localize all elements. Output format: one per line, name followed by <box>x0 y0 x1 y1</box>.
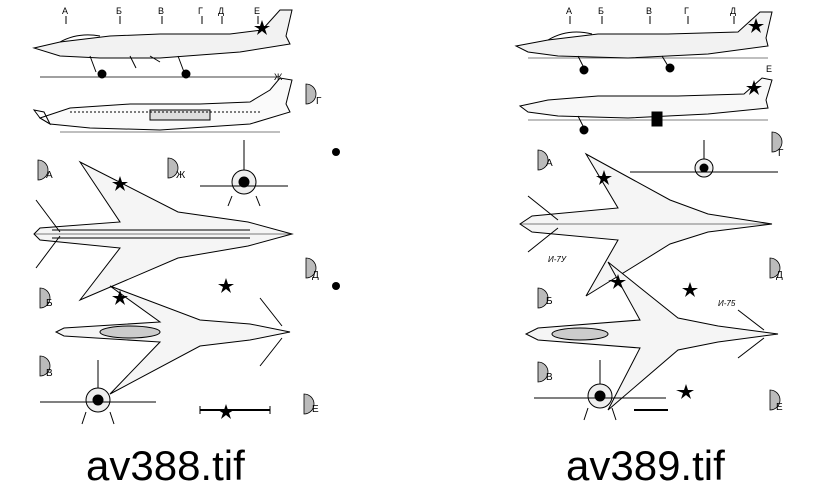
view-label: Г <box>316 96 322 107</box>
filename-caption: av389.tif <box>566 442 725 489</box>
section-marker: Е <box>766 64 772 74</box>
section-marker: В <box>646 6 652 16</box>
view-label: Г <box>778 148 784 159</box>
bullet-dot <box>332 282 340 290</box>
view-label: Б <box>546 296 553 307</box>
view-label: Ж <box>176 170 186 181</box>
aircraft-drawing-av388: А Б В Г Д Е Ж Г А Ж Б Д В Е <box>32 6 340 425</box>
view-label: Д <box>312 270 319 281</box>
section-marker: В <box>158 6 164 16</box>
drawing-sheet-av388: А Б В Г Д Е Ж Г А Ж Б Д В Е av388.tif <box>32 6 340 489</box>
view-label: В <box>46 368 53 379</box>
section-marker: Г <box>684 6 689 16</box>
view-label: Е <box>312 404 319 415</box>
section-marker: Д <box>730 6 736 16</box>
section-marker: А <box>566 6 572 16</box>
aircraft-drawing-av389: А Б В Г Д Е А Г Б Д В Е И-7У И-75 <box>514 6 784 421</box>
variant-label: И-7У <box>548 255 567 264</box>
filename-caption: av388.tif <box>86 442 245 489</box>
bullet-dot <box>332 148 340 156</box>
section-marker: Ж <box>274 72 283 82</box>
variant-label: И-75 <box>718 299 736 308</box>
drawing-sheet-av389: А Б В Г Д Е А Г Б Д В Е И-7У И-75 av389.… <box>408 0 816 504</box>
view-label: А <box>46 170 53 181</box>
view-label: Е <box>776 402 783 413</box>
section-marker: Б <box>598 6 604 16</box>
view-label: Д <box>776 270 783 281</box>
section-marker: Е <box>254 6 260 16</box>
section-marker: Г <box>198 6 203 16</box>
side-view-fuselage <box>32 9 293 59</box>
view-label: А <box>546 158 553 169</box>
star-insignia-icons <box>112 20 270 419</box>
star-insignia-icons <box>596 18 764 399</box>
section-marker: А <box>62 6 68 16</box>
section-marker: Б <box>116 6 122 16</box>
view-label: В <box>546 372 553 383</box>
view-label: Б <box>46 298 53 309</box>
section-marker: Д <box>218 6 224 16</box>
